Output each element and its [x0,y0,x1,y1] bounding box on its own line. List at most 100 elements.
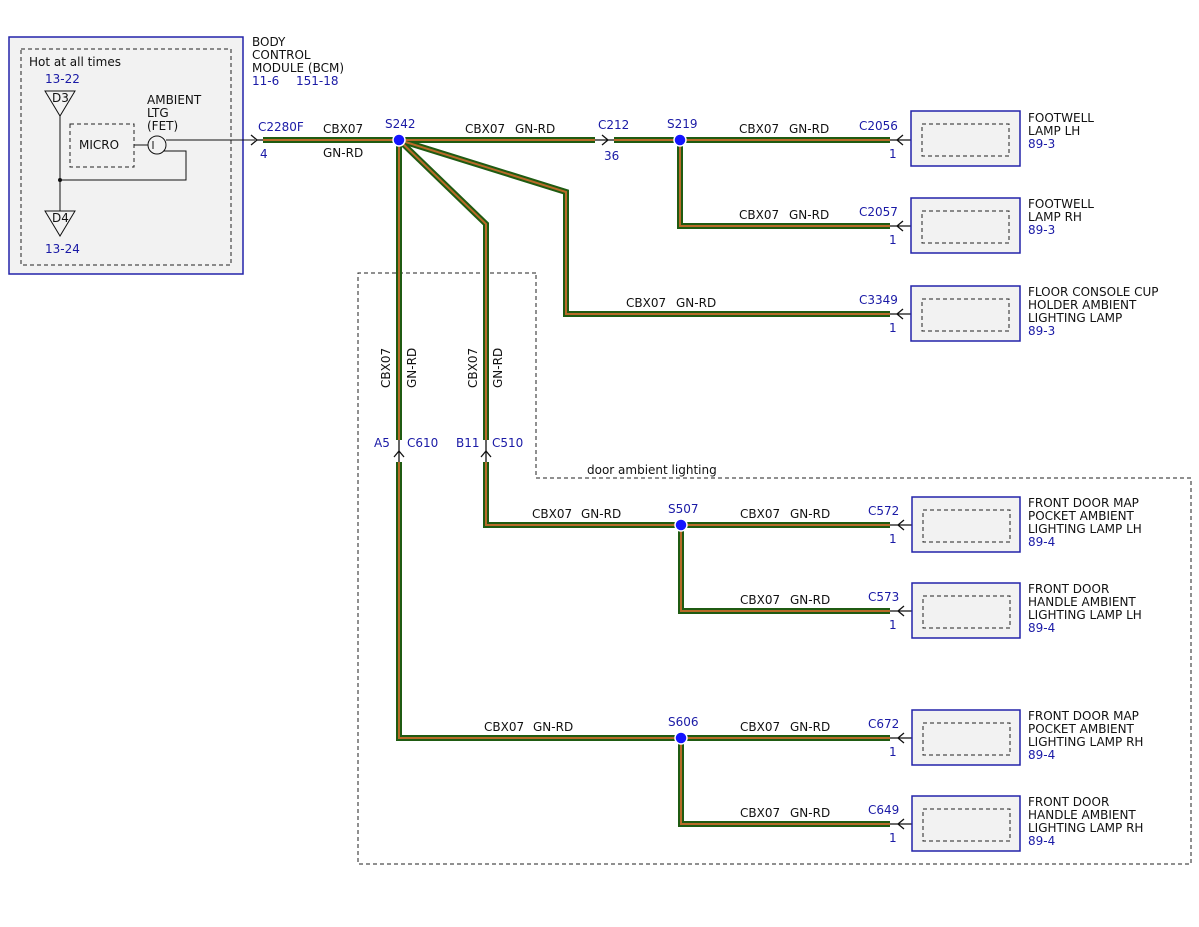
d4-ref[interactable]: 13-24 [45,242,80,256]
connector-arrow-icon [895,134,904,146]
wire-stripe [398,139,487,440]
c672-label[interactable]: C672 [868,717,899,731]
load-footwell-lamp-rh[interactable] [890,197,1021,254]
lamp-box [910,285,1021,342]
c572-label[interactable]: C572 [868,504,899,518]
connector-arrow-icon [896,732,905,744]
micro-label: MICRO [79,138,119,152]
load-ref[interactable]: 89-3 [1028,324,1055,338]
c573-pin: 1 [889,618,897,632]
splice-s242-icon[interactable] [392,133,406,147]
bcm-ref-right[interactable]: 151-18 [296,74,339,88]
splice-s606-label[interactable]: S606 [668,715,699,729]
load-front-door-handle-lamp-rh[interactable] [890,795,1021,852]
load-name-line: POCKET AMBIENT [1028,722,1135,736]
wire-color-label: GN-RD [790,720,830,734]
load-ref[interactable]: 89-4 [1028,535,1055,549]
c649-label[interactable]: C649 [868,803,899,817]
c2280f-label[interactable]: C2280F [258,120,304,134]
bcm-ref-left[interactable]: 11-6 [252,74,279,88]
d4-label: D4 [52,211,69,225]
lamp-inner [922,808,1011,842]
wire-stripe [680,738,890,825]
load-front-door-map-pocket-lamp-rh[interactable] [890,709,1021,766]
wire-circuit-label: CBX07 [740,806,780,820]
body-control-module[interactable] [8,36,244,275]
d3-ref[interactable]: 13-22 [45,72,80,86]
wire-stripe [398,139,890,315]
c610-connector-icon[interactable] [393,449,405,458]
c2057-pin: 1 [889,233,897,247]
wire-stripe [680,525,890,612]
wire-color-label: GN-RD [515,122,555,136]
load-name-line: HOLDER AMBIENT [1028,298,1137,312]
load-ref[interactable]: 89-3 [1028,223,1055,237]
bcm-hot-region [20,48,232,266]
wire-s606-to-c649[interactable] [678,738,890,827]
c212-connector-icon[interactable] [601,134,610,146]
load-ref[interactable]: 89-3 [1028,137,1055,151]
connector-arrow-icon [896,605,905,617]
lamp-box [911,582,1021,639]
wire-color-label: GN-RD [790,806,830,820]
load-ref[interactable]: 89-4 [1028,834,1055,848]
wire-network [263,137,890,827]
fet-label-1: AMBIENT [147,93,202,107]
door-ambient-region [357,272,1192,865]
wire-color-label: GN-RD [789,122,829,136]
wire-circuit-label: CBX07 [740,720,780,734]
wire-stripe [679,140,890,227]
c572-pin: 1 [889,532,897,546]
splice-s507-label[interactable]: S507 [668,502,699,516]
splice-s507-icon[interactable] [674,518,688,532]
splice-s242-label[interactable]: S242 [385,117,416,131]
wire-color-label: GN-RD [323,146,363,160]
lamp-box [910,110,1021,167]
wire-circuit-label: CBX07 [484,720,524,734]
load-front-door-handle-lamp-lh[interactable] [890,582,1021,639]
wire-color-label: GN-RD [405,348,419,388]
bcm-internal-trace [60,150,187,181]
bcm-title-2: CONTROL [252,48,311,62]
wire-color-label: GN-RD [790,507,830,521]
c2056-label[interactable]: C2056 [859,119,898,133]
wire-color-label: GN-RD [790,593,830,607]
c510-connector-icon[interactable] [480,449,492,458]
bcm-box [8,36,244,275]
c573-label[interactable]: C573 [868,590,899,604]
splice-s219-label[interactable]: S219 [667,117,698,131]
c672-pin: 1 [889,745,897,759]
c2056-pin: 1 [889,147,897,161]
hot-at-all-times-label: Hot at all times [29,55,121,69]
c610-pin: A5 [374,436,390,450]
load-name-line: LAMP RH [1028,210,1082,224]
door-region-label: door ambient lighting [587,463,717,477]
load-footwell-lamp-lh[interactable] [890,110,1021,167]
c2057-label[interactable]: C2057 [859,205,898,219]
load-name-line: FOOTWELL [1028,197,1094,211]
load-ref[interactable]: 89-4 [1028,748,1055,762]
fet-label-2: LTG [147,106,169,120]
lamp-box [911,709,1021,766]
c610-label[interactable]: C610 [407,436,438,450]
lamp-inner [922,595,1011,629]
connector-arrow-icon [895,308,904,320]
load-name-line: LIGHTING LAMP LH [1028,522,1142,536]
c510-label[interactable]: C510 [492,436,523,450]
d3-label: D3 [52,91,69,105]
load-floor-console-cup-holder-lamp[interactable] [890,285,1021,342]
fet-icon [147,135,167,155]
load-front-door-map-pocket-lamp-lh[interactable] [890,496,1021,553]
splice-s606-icon[interactable] [674,731,688,745]
wire-s507-to-c573[interactable] [678,525,890,614]
c3349-label[interactable]: C3349 [859,293,898,307]
wire-circuit-label: CBX07 [626,296,666,310]
load-name-line: LIGHTING LAMP LH [1028,608,1142,622]
splice-s219-icon[interactable] [673,133,687,147]
c212-label[interactable]: C212 [598,118,629,132]
wire-circuit-label: CBX07 [740,507,780,521]
load-ref[interactable]: 89-4 [1028,621,1055,635]
wire-s242-to-c510[interactable] [396,137,489,440]
fet-label-3: (FET) [147,119,178,133]
load-name-line: LIGHTING LAMP RH [1028,821,1143,835]
